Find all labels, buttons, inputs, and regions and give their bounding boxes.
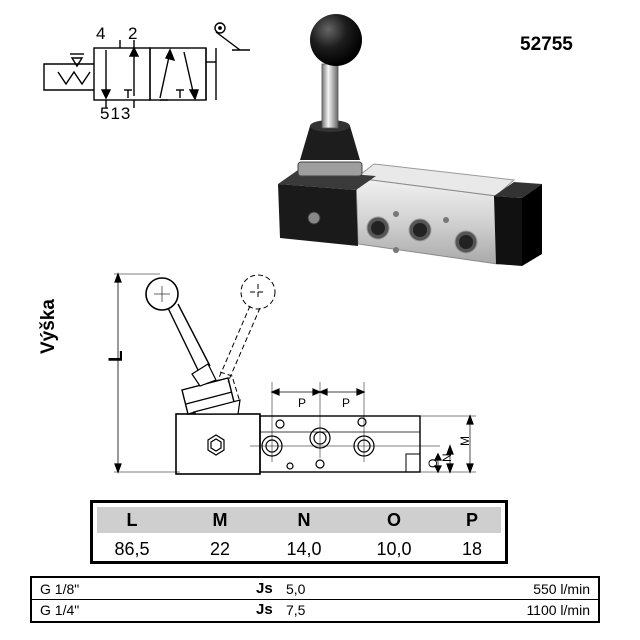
height-letter: L	[106, 350, 127, 362]
part-number: 52755	[520, 34, 573, 55]
height-label: Výška	[38, 299, 59, 354]
value-p: 18	[461, 539, 483, 559]
header-o: O	[386, 510, 401, 530]
js-label: Js	[256, 580, 273, 597]
thread-size: G 1/4"	[40, 602, 80, 618]
flow-rate: 1100 l/min	[526, 602, 590, 618]
spec-table: G 1/8" Js 5,0 550 l/min G 1/4" Js 7,5 11…	[30, 576, 600, 623]
value-n: 14,0	[286, 539, 322, 559]
spec-row: G 1/8" Js 5,0 550 l/min	[38, 579, 594, 599]
js-value: 7,5	[286, 602, 306, 618]
header-p: P	[465, 510, 478, 530]
dim-o: O	[426, 458, 440, 468]
thread-size: G 1/8"	[40, 581, 80, 597]
valve-symbol-diagram	[43, 22, 250, 108]
dimension-drawing	[114, 272, 476, 475]
spec-row: G 1/4" Js 7,5 1100 l/min	[38, 600, 594, 620]
js-value: 5,0	[286, 581, 306, 597]
dim-m: M	[458, 436, 472, 446]
dim-p-right: P	[342, 396, 351, 410]
port-label-2: 2	[128, 24, 138, 43]
value-o: 10,0	[376, 539, 412, 559]
header-m: M	[212, 510, 228, 530]
dimensions-table: L M N O P 86,5 22 14,0 10,0 18	[90, 500, 508, 564]
value-l: 86,5	[114, 539, 150, 559]
spec-row-divider	[32, 599, 598, 600]
port-label-513: 513	[100, 104, 132, 123]
dimensions-header-row: L M N O P	[97, 507, 501, 533]
port-label-4: 4	[96, 24, 106, 43]
header-n: N	[297, 510, 311, 530]
valve-product-image	[278, 14, 542, 266]
header-l: L	[126, 510, 138, 530]
flow-rate: 550 l/min	[533, 581, 590, 597]
js-label: Js	[256, 601, 273, 618]
dimensions-header-bg	[97, 507, 501, 533]
value-m: 22	[209, 539, 231, 559]
dim-p-left: P	[298, 396, 307, 410]
dimensions-value-row: 86,5 22 14,0 10,0 18	[97, 536, 501, 562]
dim-n: N	[440, 453, 454, 462]
